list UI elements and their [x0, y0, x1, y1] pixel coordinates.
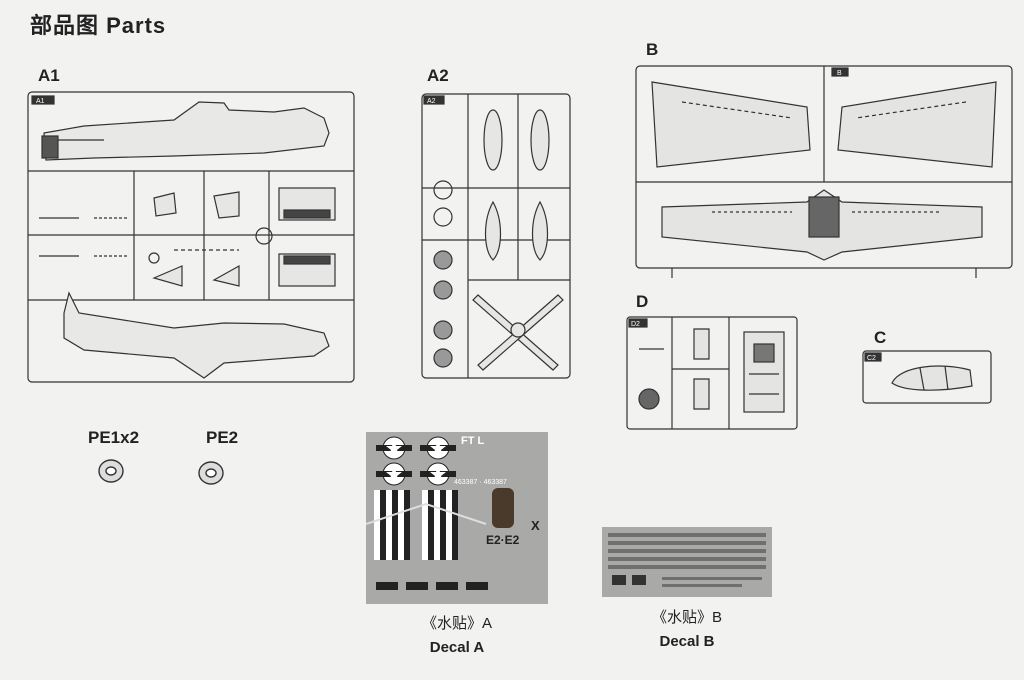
sprue-d: D2	[624, 314, 800, 432]
decal-b-cn: 《水贴》B	[651, 609, 722, 626]
decal-b-sheet	[602, 527, 772, 597]
decal-a-sheet: FT L 463387 · 463387 E2·E2 X	[366, 432, 548, 604]
pe1-part	[96, 456, 126, 486]
sprue-c-tag: C2	[867, 355, 876, 362]
sprue-a2-label: A2	[427, 66, 449, 85]
decal-a-code2: FT L	[461, 435, 484, 447]
decal-b-caption: 《水贴》B Decal B	[602, 606, 772, 650]
pe1-label: PE1x2	[88, 428, 140, 447]
decal-a-serial: 463387 · 463387	[454, 479, 507, 486]
decal-a-code1: E2·E2	[486, 533, 520, 547]
pe2-part	[196, 458, 226, 488]
sprue-a2-tag: A2	[427, 98, 436, 105]
sprue-b: B	[632, 62, 1016, 282]
sprue-b-tag: B	[837, 70, 842, 77]
svg-text:X: X	[531, 518, 540, 533]
sprue-b-label: B	[646, 40, 659, 59]
sprue-d-tag: D2	[631, 321, 640, 328]
decal-a-caption: 《水贴》A Decal A	[366, 612, 548, 656]
sprue-a2: A2	[418, 90, 574, 382]
sprue-a1-tag: A1	[36, 98, 45, 105]
sprue-d-label: D	[636, 292, 649, 311]
pe2-label: PE2	[206, 428, 239, 447]
sprue-c: C2	[860, 348, 994, 410]
decal-a-en: Decal A	[429, 639, 485, 656]
sprue-c-label: C	[874, 328, 887, 347]
page-title: 部品图 Parts	[30, 13, 167, 38]
sprue-a1-label: A1	[38, 66, 60, 85]
decal-a-cn: 《水贴》A	[421, 615, 492, 632]
sprue-a1: A1	[24, 88, 360, 388]
decal-b-en: Decal B	[659, 633, 715, 650]
